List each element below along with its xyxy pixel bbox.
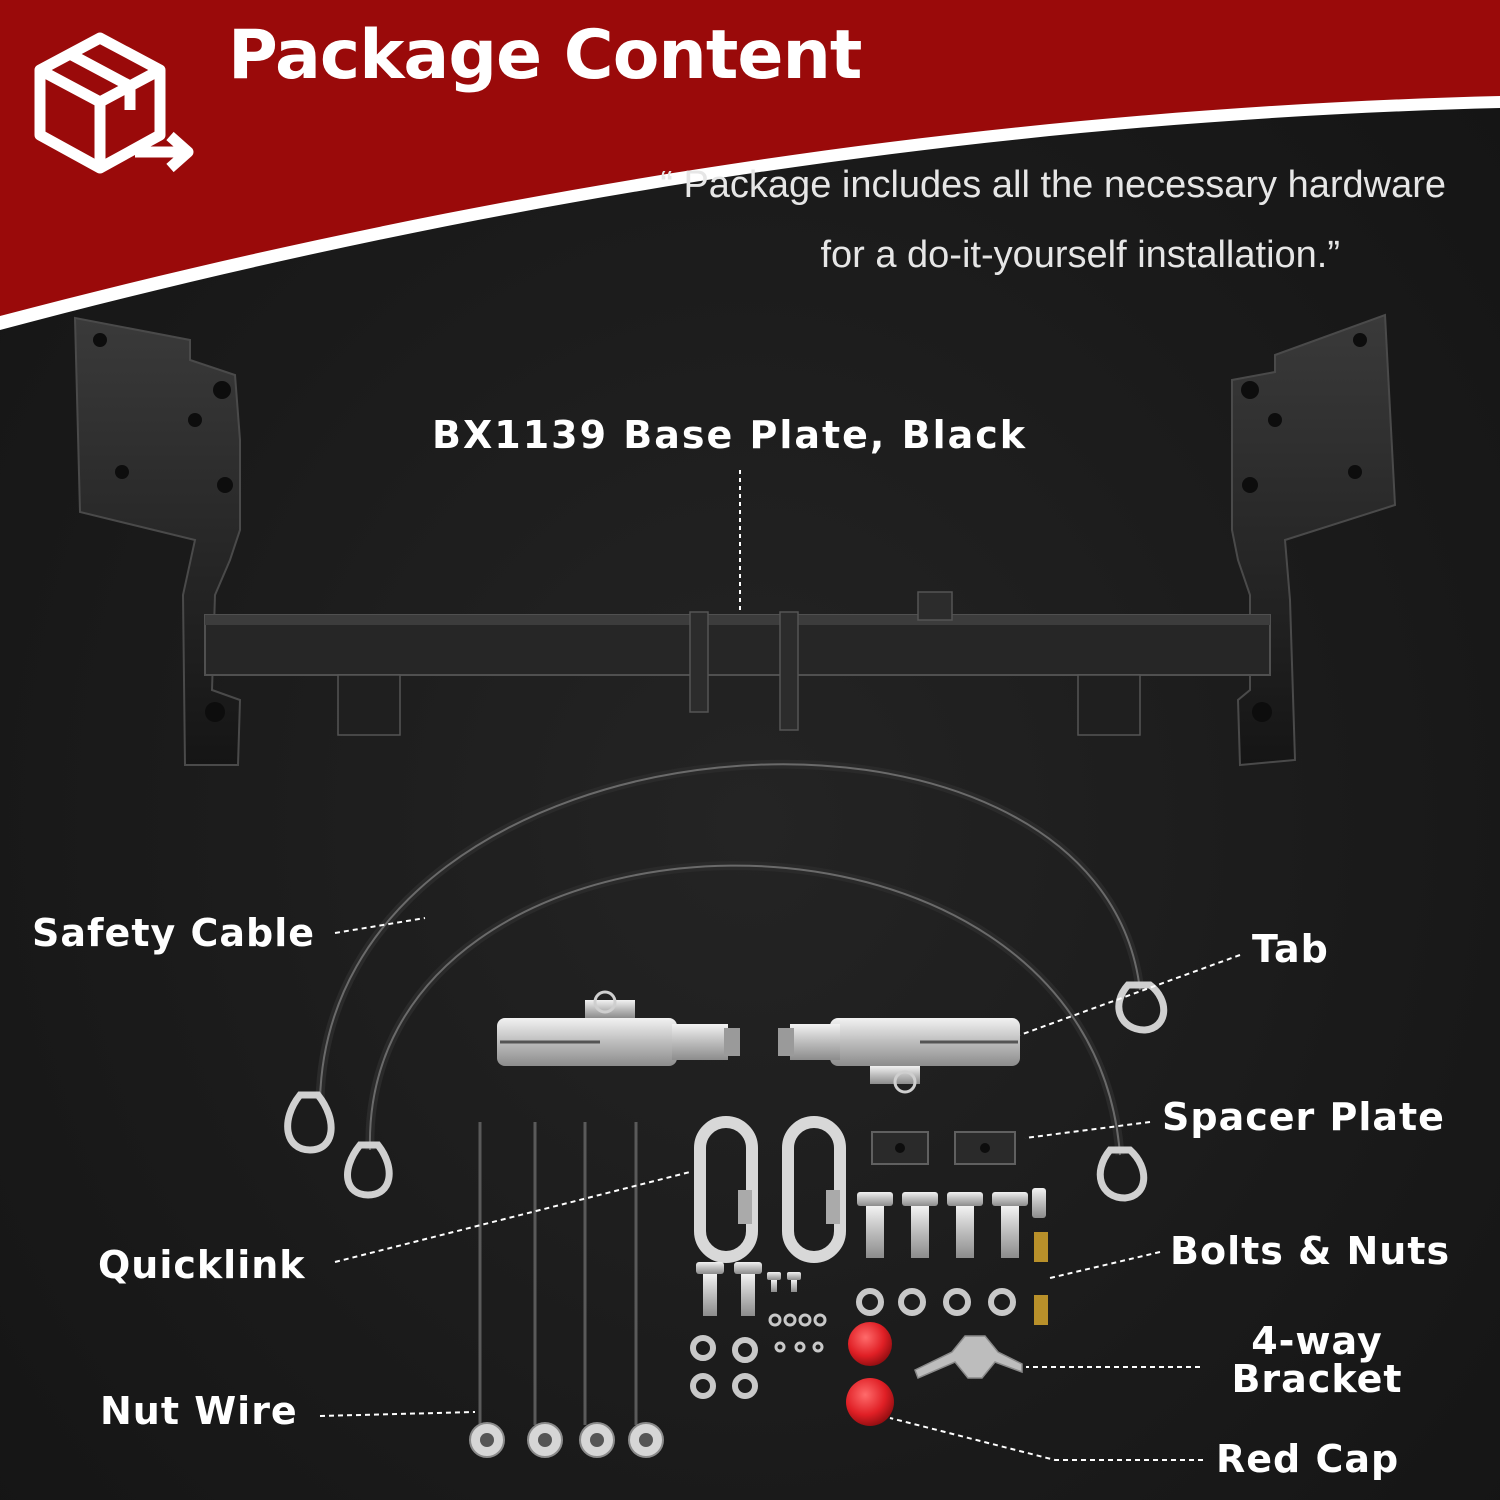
red-cap-image bbox=[846, 1322, 894, 1426]
package-box-icon bbox=[34, 32, 194, 174]
label-tab: Tab bbox=[1252, 927, 1329, 971]
label-spacer-plate: Spacer Plate bbox=[1162, 1095, 1445, 1139]
label-four-way-bracket: 4-way Bracket bbox=[1222, 1322, 1412, 1398]
label-red-cap: Red Cap bbox=[1216, 1437, 1400, 1481]
page-title: Package Content bbox=[228, 16, 862, 95]
label-bracket-line-1: 4-way bbox=[1251, 1319, 1383, 1363]
header-banner bbox=[0, 0, 1500, 316]
label-quicklink: Quicklink bbox=[98, 1243, 306, 1287]
label-safety-cable: Safety Cable bbox=[32, 911, 316, 955]
spacer-plate-image bbox=[871, 1131, 1016, 1165]
label-bolts-nuts: Bolts & Nuts bbox=[1170, 1229, 1451, 1273]
four-way-bracket-image bbox=[914, 1335, 1023, 1380]
tab-image bbox=[497, 990, 1020, 1094]
leader-lines bbox=[319, 917, 1241, 1461]
tagline-line-1: “ Package includes all the necessary har… bbox=[660, 164, 1446, 206]
washers-image bbox=[690, 1288, 1016, 1399]
base-plate-image bbox=[73, 313, 1397, 767]
tagline-line-2: for a do-it-yourself installation.” bbox=[820, 234, 1340, 276]
label-nut-wire: Nut Wire bbox=[100, 1389, 298, 1433]
quicklink-image bbox=[694, 1116, 846, 1263]
label-bracket-line-2: Bracket bbox=[1231, 1357, 1403, 1401]
label-base-plate: BX1139 Base Plate, Black bbox=[432, 413, 1028, 457]
bolts-nuts-image bbox=[696, 1188, 1048, 1325]
safety-cable-image bbox=[284, 759, 1168, 1202]
nut-wire-image bbox=[469, 1122, 664, 1458]
